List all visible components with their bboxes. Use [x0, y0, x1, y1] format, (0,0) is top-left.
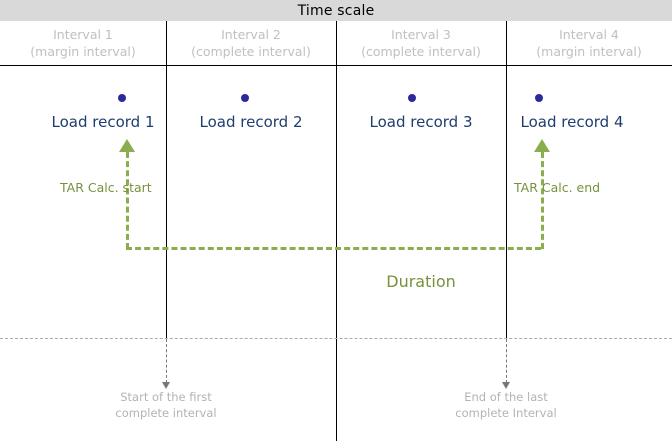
last-complete-interval-label: End of the last complete Interval — [455, 389, 556, 421]
tar-calc-end-arrowhead — [534, 139, 550, 152]
tar-calc-start-arrowhead — [119, 139, 135, 152]
time-scale-header: Time scale — [0, 0, 672, 21]
duration-label: Duration — [386, 272, 456, 291]
load-record-2-label: Load record 2 — [199, 113, 303, 131]
first-complete-interval-label-line1: Start of the first — [120, 390, 212, 404]
load-record-4-label: Load record 4 — [520, 113, 624, 131]
first-complete-interval-arrowhead — [162, 382, 170, 389]
load-record-4-dot — [535, 94, 543, 102]
load-record-3-label: Load record 3 — [369, 113, 473, 131]
interval-header-1: Interval 1 (margin interval) — [0, 21, 166, 65]
interval-header-4: Interval 4 (margin interval) — [506, 21, 672, 65]
tar-calc-start-label: TAR Calc. start — [60, 180, 152, 195]
interval-header-2-kind: (complete interval) — [191, 44, 311, 59]
interval-divider-1 — [166, 21, 167, 338]
interval-divider-3 — [506, 21, 507, 338]
load-record-3-dot — [408, 94, 416, 102]
interval-header-4-kind: (margin interval) — [536, 44, 642, 59]
footer-separator-line — [0, 338, 672, 339]
page-title: Time scale — [297, 2, 375, 19]
interval-header-3-name: Interval 3 — [391, 27, 451, 42]
last-complete-interval-pointer-stem — [506, 339, 507, 383]
load-record-2-dot — [241, 94, 249, 102]
last-complete-interval-arrowhead — [502, 382, 510, 389]
interval-header-1-kind: (margin interval) — [30, 44, 136, 59]
interval-divider-2 — [336, 21, 337, 441]
last-complete-interval-label-line2: complete Interval — [455, 406, 557, 420]
interval-header-2-name: Interval 2 — [221, 27, 281, 42]
first-complete-interval-pointer-stem — [166, 339, 167, 383]
first-complete-interval-label-line2: complete interval — [115, 406, 217, 420]
tar-calc-end-stem — [541, 152, 544, 249]
tar-calc-start-stem — [126, 152, 129, 249]
interval-header-3: Interval 3 (complete interval) — [336, 21, 506, 65]
first-complete-interval-label: Start of the first complete interval — [115, 389, 216, 421]
interval-header-3-kind: (complete interval) — [361, 44, 481, 59]
last-complete-interval-label-line1: End of the last — [464, 390, 548, 404]
interval-header-row: Interval 1 (margin interval) Interval 2 … — [0, 21, 672, 66]
interval-header-1-name: Interval 1 — [53, 27, 113, 42]
interval-header-4-name: Interval 4 — [559, 27, 619, 42]
tar-calc-end-label: TAR Calc. end — [514, 180, 601, 195]
load-record-1-label: Load record 1 — [51, 113, 155, 131]
load-record-1-dot — [118, 94, 126, 102]
duration-baseline — [126, 247, 541, 250]
interval-header-2: Interval 2 (complete interval) — [166, 21, 336, 65]
